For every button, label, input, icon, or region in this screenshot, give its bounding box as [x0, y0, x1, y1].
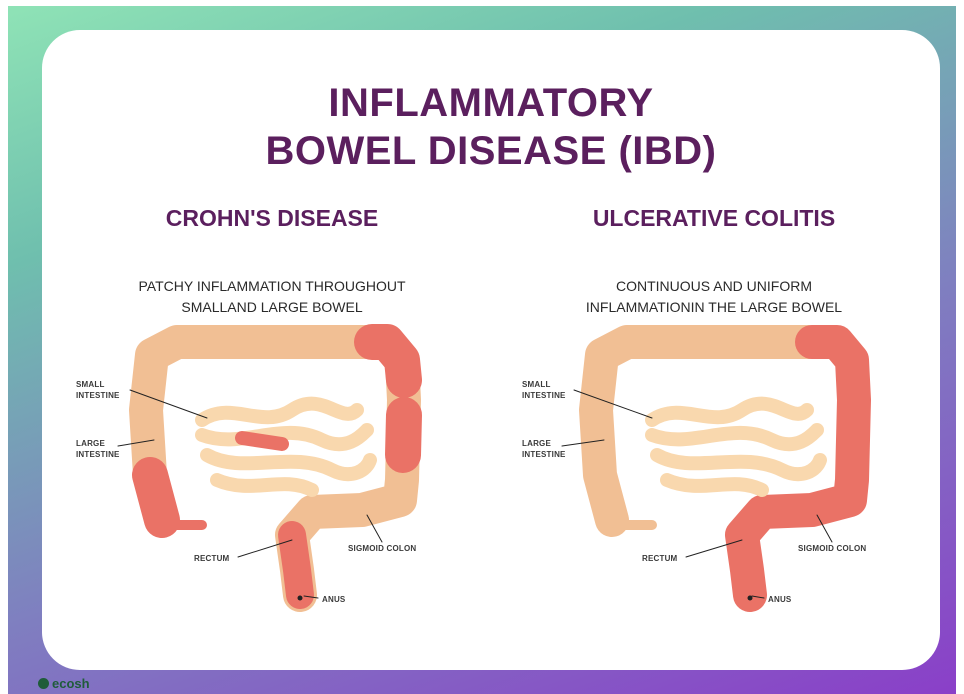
leaf-icon [38, 678, 49, 689]
colitis-bowel-diagram [42, 30, 940, 670]
gradient-frame: INFLAMMATORY BOWEL DISEASE (IBD) CROHN'S… [8, 6, 956, 694]
colitis-label-anus: ANUS [768, 595, 791, 605]
colitis-label-large-2: INTESTINE [522, 450, 566, 460]
colitis-label-small-1: SMALL [522, 380, 551, 390]
brand-logo-text: ecosh [52, 676, 90, 691]
infographic-card: INFLAMMATORY BOWEL DISEASE (IBD) CROHN'S… [42, 30, 940, 670]
colitis-anus-dot [748, 596, 753, 601]
colitis-label-rectum: RECTUM [642, 554, 677, 564]
colitis-small-intestine [652, 404, 820, 490]
brand-logo: ecosh [38, 674, 90, 692]
colitis-label-sigmoid: SIGMOID COLON [798, 544, 866, 554]
colitis-label-large-1: LARGE [522, 439, 551, 449]
colitis-label-small-2: INTESTINE [522, 391, 566, 401]
colitis-rectum [742, 535, 750, 595]
